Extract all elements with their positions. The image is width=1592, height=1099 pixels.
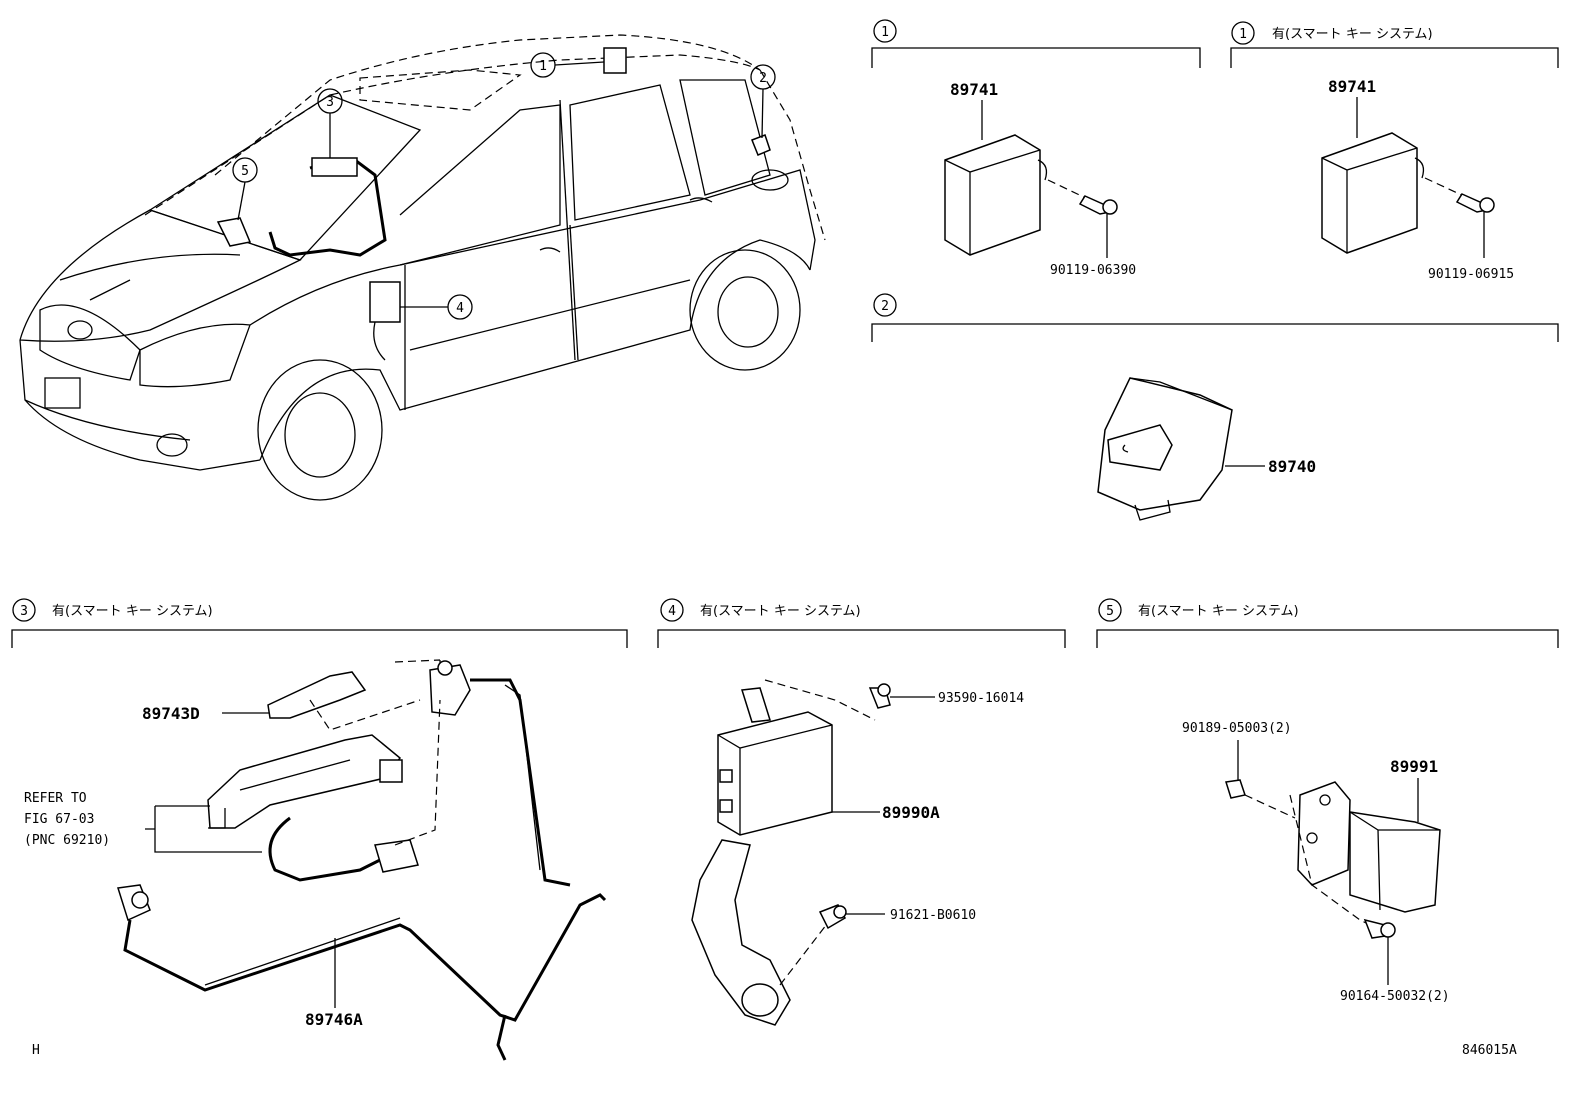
footer-left-code: H: [32, 1043, 40, 1058]
refer-line-3: (PNC 69210): [24, 833, 110, 848]
diagram-code: 846015A: [1462, 1043, 1517, 1058]
part-91621-B0610: 91621-B0610: [890, 908, 976, 923]
callout-2: 2: [759, 71, 767, 86]
car-illustration: [19, 34, 826, 501]
refer-line-1: REFER TO: [24, 791, 87, 806]
callout-3: 3: [326, 95, 334, 110]
callout-5: 5: [241, 164, 249, 179]
section-3: 3 有(スマート キー システム) 89743D REFER TO FIG 67…: [11, 598, 628, 1061]
part-89991: 89991: [1390, 757, 1438, 776]
part-90119-06915: 90119-06915: [1428, 267, 1514, 282]
svg-text:1: 1: [1239, 27, 1247, 42]
section-2: 2 89740: [871, 293, 1559, 521]
section-1a: 1 89741 90119-06390: [871, 19, 1201, 278]
part-89740: 89740: [1268, 457, 1316, 476]
section-3-title: 有(スマート キー システム): [52, 604, 213, 619]
part-90189-05003: 90189-05003(2): [1182, 721, 1292, 736]
svg-text:3: 3: [20, 604, 28, 619]
part-89741-b: 89741: [1328, 77, 1376, 96]
part-89746A: 89746A: [305, 1010, 363, 1029]
section-4-title: 有(スマート キー システム): [700, 604, 861, 619]
section-5: 5 有(スマート キー システム) 90189-05003(2) 89991 9…: [1096, 598, 1559, 1004]
part-93590-16014: 93590-16014: [938, 691, 1024, 706]
section-1b: 1 有(スマート キー システム) 89741 90119-06915: [1230, 21, 1559, 282]
svg-text:5: 5: [1106, 604, 1114, 619]
section-4: 4 有(スマート キー システム) 93590-16014 89990A 916…: [657, 598, 1066, 1026]
part-90164-50032: 90164-50032(2): [1340, 989, 1450, 1004]
callout-4: 4: [456, 301, 464, 316]
section-1b-title: 有(スマート キー システム): [1272, 27, 1433, 42]
part-89741-a: 89741: [950, 80, 998, 99]
part-90119-06390: 90119-06390: [1050, 263, 1136, 278]
car-callouts: 1 2 3 4 5: [232, 52, 776, 320]
part-89990A: 89990A: [882, 803, 940, 822]
refer-line-2: FIG 67-03: [24, 812, 94, 827]
svg-text:2: 2: [881, 299, 889, 314]
svg-text:1: 1: [881, 25, 889, 40]
callout-1: 1: [539, 59, 547, 74]
section-5-title: 有(スマート キー システム): [1138, 604, 1299, 619]
svg-text:4: 4: [668, 604, 676, 619]
part-89743D: 89743D: [142, 704, 200, 723]
